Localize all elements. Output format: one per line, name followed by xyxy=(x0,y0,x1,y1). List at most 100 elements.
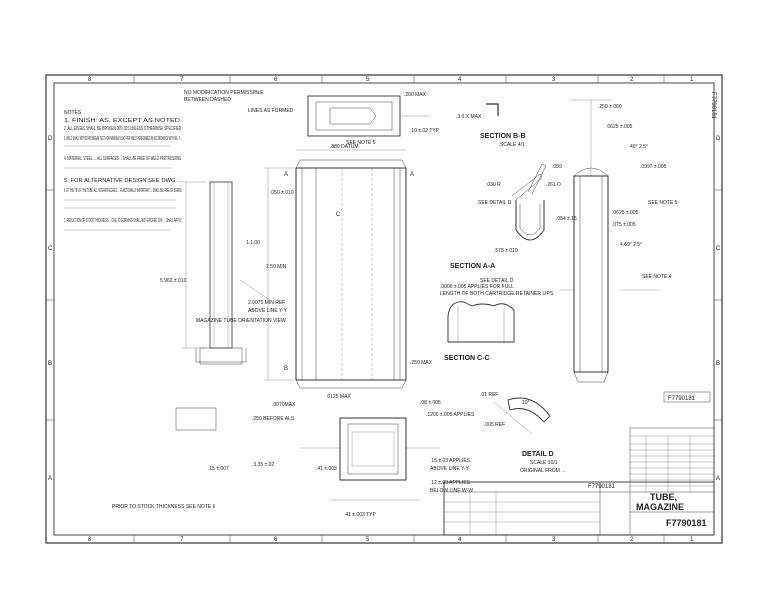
section-aa: .059 .030 R SEE DETAIL D .054 ±.15 .578 … xyxy=(450,163,577,270)
section-bb: SECTION B-B SCALE 4/1 xyxy=(480,133,526,148)
svg-text:B: B xyxy=(284,366,288,372)
svg-text:SEE NOTE 5: SEE NOTE 5 xyxy=(346,140,376,146)
zone-number: 1 xyxy=(690,537,694,543)
zone-letter: B xyxy=(716,361,720,367)
zone-number: 8 xyxy=(88,77,92,83)
zone-number: 6 xyxy=(274,537,278,543)
svg-text:.08 ±.005: .08 ±.005 xyxy=(420,400,441,406)
svg-text:.3.35 ±.02: .3.35 ±.02 xyxy=(252,462,274,468)
svg-text:.250 MAX: .250 MAX xyxy=(410,360,433,366)
zone-number: 7 xyxy=(180,537,184,543)
zone-number: 2 xyxy=(630,77,634,83)
svg-text:.3.0.X MAX: .3.0.X MAX xyxy=(456,114,482,120)
svg-text:.41 ±.003 TYP: .41 ±.003 TYP xyxy=(344,512,377,518)
section-cc-label: SECTION C-C xyxy=(444,355,490,362)
section-cc: .0006 ±.005 APPLIES FOR FULL LENGTH OF B… xyxy=(440,278,554,362)
drawing-number-small: F7790181 xyxy=(668,396,696,402)
svg-text:SEE NOTE 5: SEE NOTE 5 xyxy=(648,200,678,206)
svg-text:LENGTH OF BOTH CARTRIDGE RETAI: LENGTH OF BOTH CARTRIDGE RETAINER LIPS xyxy=(440,291,554,297)
svg-text:.200 MAX: .200 MAX xyxy=(404,92,427,98)
svg-text:.0625 ±.005: .0625 ±.005 xyxy=(612,210,639,216)
svg-text:ABOVE LINE Y-Y: ABOVE LINE Y-Y xyxy=(248,308,288,314)
note-1: 1. FINISH: AS, EXCEPT AS NOTED. xyxy=(64,118,182,124)
note-5: 5. FOR ALTERNATIVE DESIGN SEE DWG ... xyxy=(64,178,182,184)
tube-main-front-view: 1.1.00 .880 DATUM .050 ±.010 2.50 MIN 2.… xyxy=(246,144,433,389)
sheet-border xyxy=(45,74,723,544)
zone-numbers-top: 8 7 6 5 4 3 2 1 xyxy=(88,77,694,83)
svg-text:A: A xyxy=(284,172,288,178)
svg-text:.0006 ±.005 APPLIES FOR FULL: .0006 ±.005 APPLIES FOR FULL xyxy=(440,284,514,290)
tube-top-detail-view: NO MODIFICATION PERMISSIBLE BETWEEN DASH… xyxy=(184,90,499,146)
svg-text:.578 ±.010: .578 ±.010 xyxy=(494,248,518,254)
svg-text:ABOVE LINE Y-Y: ABOVE LINE Y-Y xyxy=(430,466,470,472)
zone-letter: C xyxy=(48,246,53,252)
svg-text:SEE DETAIL D: SEE DETAIL D xyxy=(480,278,514,284)
svg-text:.075 ±.005: .075 ±.005 xyxy=(612,222,636,228)
svg-text:.0070MAX: .0070MAX xyxy=(272,402,296,408)
svg-text:.005 REF: .005 REF xyxy=(484,422,505,428)
svg-text:.050 ±.010: .050 ±.010 xyxy=(270,190,294,196)
zone-number: 5 xyxy=(366,77,370,83)
svg-text:.261 D: .261 D xyxy=(546,182,561,188)
svg-text:1.1.00: 1.1.00 xyxy=(246,240,260,246)
drawing-number-vertical: F7790181 xyxy=(710,92,716,120)
svg-text:.01 REF: .01 REF xyxy=(480,392,498,398)
zone-letter: A xyxy=(716,476,720,482)
zone-number: 4 xyxy=(458,77,462,83)
svg-text:.250 ±.060: .250 ±.060 xyxy=(598,104,622,110)
svg-text:LINES AS FORMED: LINES AS FORMED xyxy=(248,108,294,114)
svg-text:40° 2.5°: 40° 2.5° xyxy=(630,144,648,150)
detail-d-origin: ORIGINAL FROM ... xyxy=(520,468,565,474)
svg-text:10°: 10° xyxy=(522,400,530,406)
detail-d-label: DETAIL D xyxy=(522,451,554,458)
svg-text:.0625 ±.005: .0625 ±.005 xyxy=(606,124,633,130)
zone-letter: D xyxy=(48,136,53,142)
title-drawing-number: F7790181 xyxy=(666,518,707,528)
section-bb-label: SECTION B-B xyxy=(480,133,526,140)
zone-letter: C xyxy=(716,246,721,252)
svg-text:.15 ±.007: .15 ±.007 xyxy=(208,466,229,472)
svg-text:NO MODIFICATION PERMISSIBLE: NO MODIFICATION PERMISSIBLE xyxy=(184,90,264,96)
svg-text:.0997 ±.005: .0997 ±.005 xyxy=(640,164,667,170)
svg-text:.12 ±.03 APPLIES: .12 ±.03 APPLIES xyxy=(430,480,471,486)
svg-text:.10 ±.02 TYP: .10 ±.02 TYP xyxy=(410,128,440,134)
zone-number: 7 xyxy=(180,77,184,83)
svg-text:SEE DETAIL D: SEE DETAIL D xyxy=(478,200,512,206)
tube-bottom-plan-view: .41 ±.003 TYP .0070MAX .0125 MAX .41 ±.0… xyxy=(252,394,475,518)
zone-number: 3 xyxy=(552,537,556,543)
note-2: 2. ALL EDGES SHALL BE BROKEN 005-.015 UN… xyxy=(64,126,182,132)
orientation-note: MAGAZINE TUBE ORIENTATION VIEW xyxy=(196,318,286,324)
title-block: TUBE, MAGAZINE F7790181 F7790181 xyxy=(443,481,715,536)
svg-text:BETWEEN DASHED: BETWEEN DASHED xyxy=(184,97,231,103)
zone-number: 5 xyxy=(366,537,370,543)
svg-text:.15 ±.03 APPLIES: .15 ±.03 APPLIES xyxy=(430,458,471,464)
revision-table xyxy=(629,427,715,493)
svg-text:SEE NOTE 4: SEE NOTE 4 xyxy=(642,274,672,280)
svg-text:A: A xyxy=(410,172,414,178)
svg-text:5.962 ±.010: 5.962 ±.010 xyxy=(160,278,187,284)
zone-number: 1 xyxy=(690,77,694,83)
zone-letters: D C B A D C B A xyxy=(48,136,721,482)
tube-bottom-left-view: MAGAZINE TUBE ORIENTATION VIEW PRIOR TO … xyxy=(112,318,286,510)
zone-number: 6 xyxy=(274,77,278,83)
section-bb-scale: SCALE 4/1 xyxy=(500,142,525,148)
svg-text:.0125 MAX: .0125 MAX xyxy=(326,394,351,400)
svg-text:C: C xyxy=(336,212,341,218)
svg-text:2.0075 MIN REF: 2.0075 MIN REF xyxy=(248,300,285,306)
tube-right-elevation: .250 ±.060 .0625 ±.005 40° 2.5° .0997 ±.… xyxy=(546,99,678,383)
title-line-2: MAGAZINE xyxy=(636,502,684,512)
zone-number: 8 xyxy=(88,537,92,543)
zone-number: 4 xyxy=(458,537,462,543)
zone-numbers-bottom: 8 7 6 5 4 3 2 1 xyxy=(88,537,694,543)
tube-left-elevation: 5.962 ±.010 xyxy=(160,181,271,363)
zone-letter: D xyxy=(716,136,721,142)
svg-text:2.50 MIN: 2.50 MIN xyxy=(266,264,287,270)
detail-d-scale: SCALE 10/1 xyxy=(530,460,558,466)
stock-thickness-note: PRIOR TO STOCK THICKNESS SEE NOTE 6 xyxy=(112,504,215,510)
svg-text:.059: .059 xyxy=(552,164,562,170)
detail-d: .01 REF 10° .005 REF DETAIL D SCALE 10/1… xyxy=(480,392,565,474)
note-3: 3. WELD SHALL WITHSTAND BREAK TEST FOR M… xyxy=(64,136,182,142)
svg-text:4.69° 2.5°: 4.69° 2.5° xyxy=(620,242,642,248)
zone-number: 3 xyxy=(552,77,556,83)
